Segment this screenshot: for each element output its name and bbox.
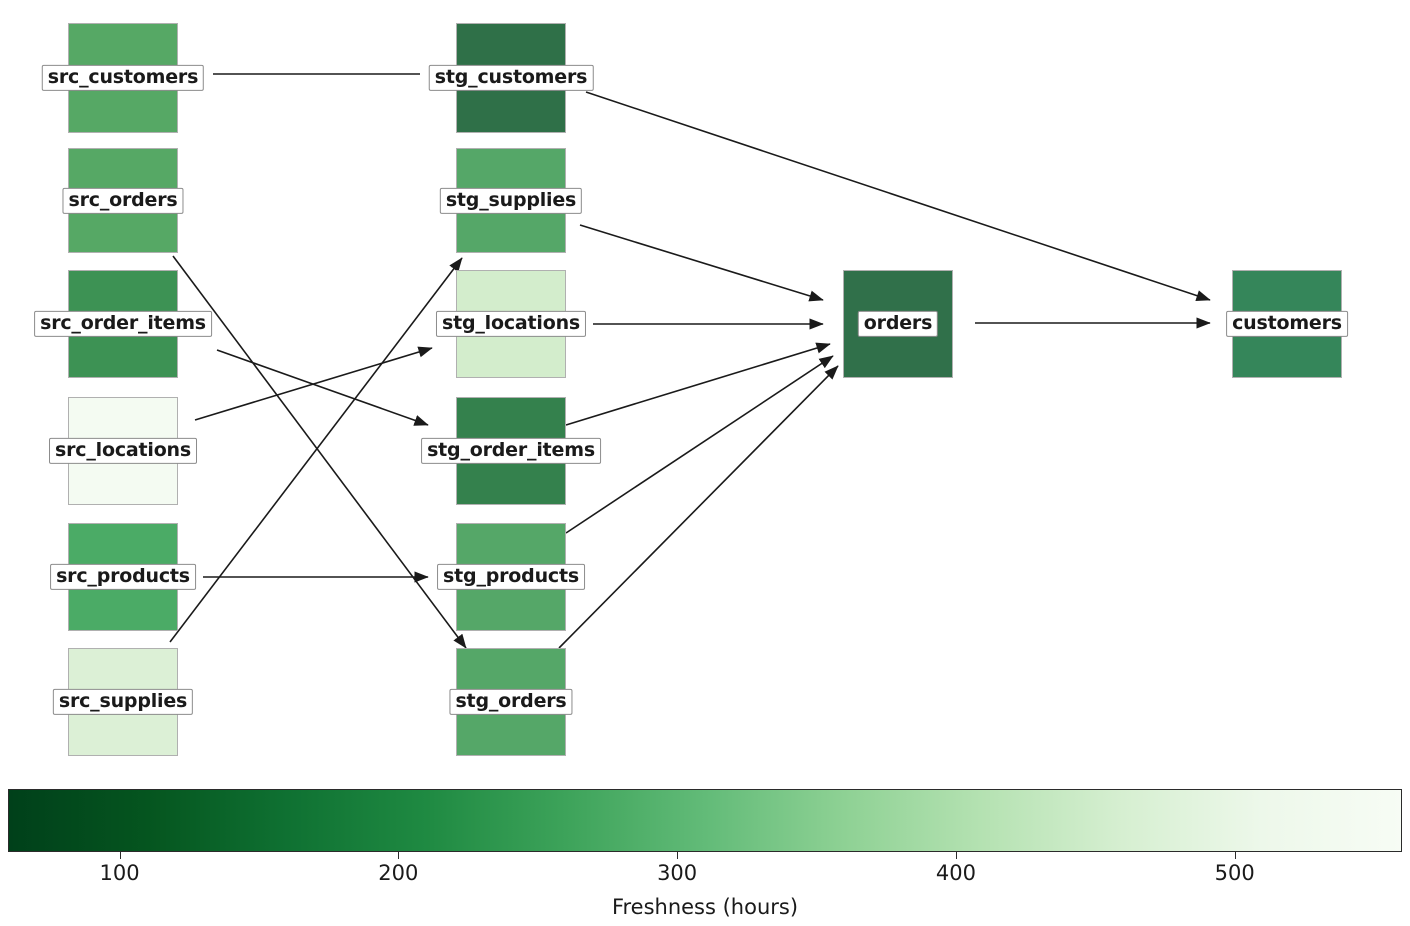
colorbar-tick-label-300: 300 <box>657 861 698 885</box>
edge-stg_supplies-to-orders <box>579 224 824 302</box>
edge-layer <box>169 73 1211 649</box>
colorbar-tick-label-100: 100 <box>99 861 140 885</box>
edge-stg_order_items-to-orders <box>565 342 831 426</box>
edge-stg_customers-to-customers <box>585 91 1211 302</box>
node-label-src_customers: src_customers <box>41 64 205 92</box>
node-label-src_order_items: src_order_items <box>34 310 212 338</box>
node-label-stg_supplies: stg_supplies <box>439 187 583 214</box>
node-label-customers: customers <box>1226 310 1348 338</box>
colorbar-tick-label-200: 200 <box>378 861 419 885</box>
node-label-stg_orders: stg_orders <box>449 688 573 716</box>
colorbar-tick-300 <box>677 852 679 859</box>
node-label-stg_order_items: stg_order_items <box>421 437 601 465</box>
node-label-stg_products: stg_products <box>437 563 585 591</box>
node-label-stg_locations: stg_locations <box>435 310 587 338</box>
edge-stg_orders-to-orders <box>558 365 839 649</box>
colorbar[interactable]: 100 200 300 400 500 Freshness (hours) <box>0 775 1410 926</box>
edge-src_order_items-to-stg_order_items <box>216 349 429 426</box>
colorbar-tick-200 <box>398 852 400 859</box>
node-label-orders: orders <box>857 310 939 338</box>
edge-src_locations-to-stg_locations <box>194 346 433 421</box>
colorbar-tick-label-500: 500 <box>1214 861 1255 885</box>
colorbar-gradient <box>8 789 1402 852</box>
colorbar-tick-400 <box>955 852 957 859</box>
colorbar-tick-500 <box>1234 852 1236 859</box>
node-label-src_orders: src_orders <box>62 187 184 214</box>
colorbar-tick-label-400: 400 <box>935 861 976 885</box>
node-label-src_locations: src_locations <box>49 437 197 465</box>
node-label-src_products: src_products <box>50 563 196 591</box>
node-label-src_supplies: src_supplies <box>52 688 194 716</box>
node-label-stg_customers: stg_customers <box>428 64 594 92</box>
edge-stg_products-to-orders <box>565 355 834 534</box>
edge-src_supplies-to-stg_locations <box>169 257 463 643</box>
colorbar-tick-100 <box>119 852 121 859</box>
colorbar-title-label: Freshness (hours) <box>611 895 799 919</box>
